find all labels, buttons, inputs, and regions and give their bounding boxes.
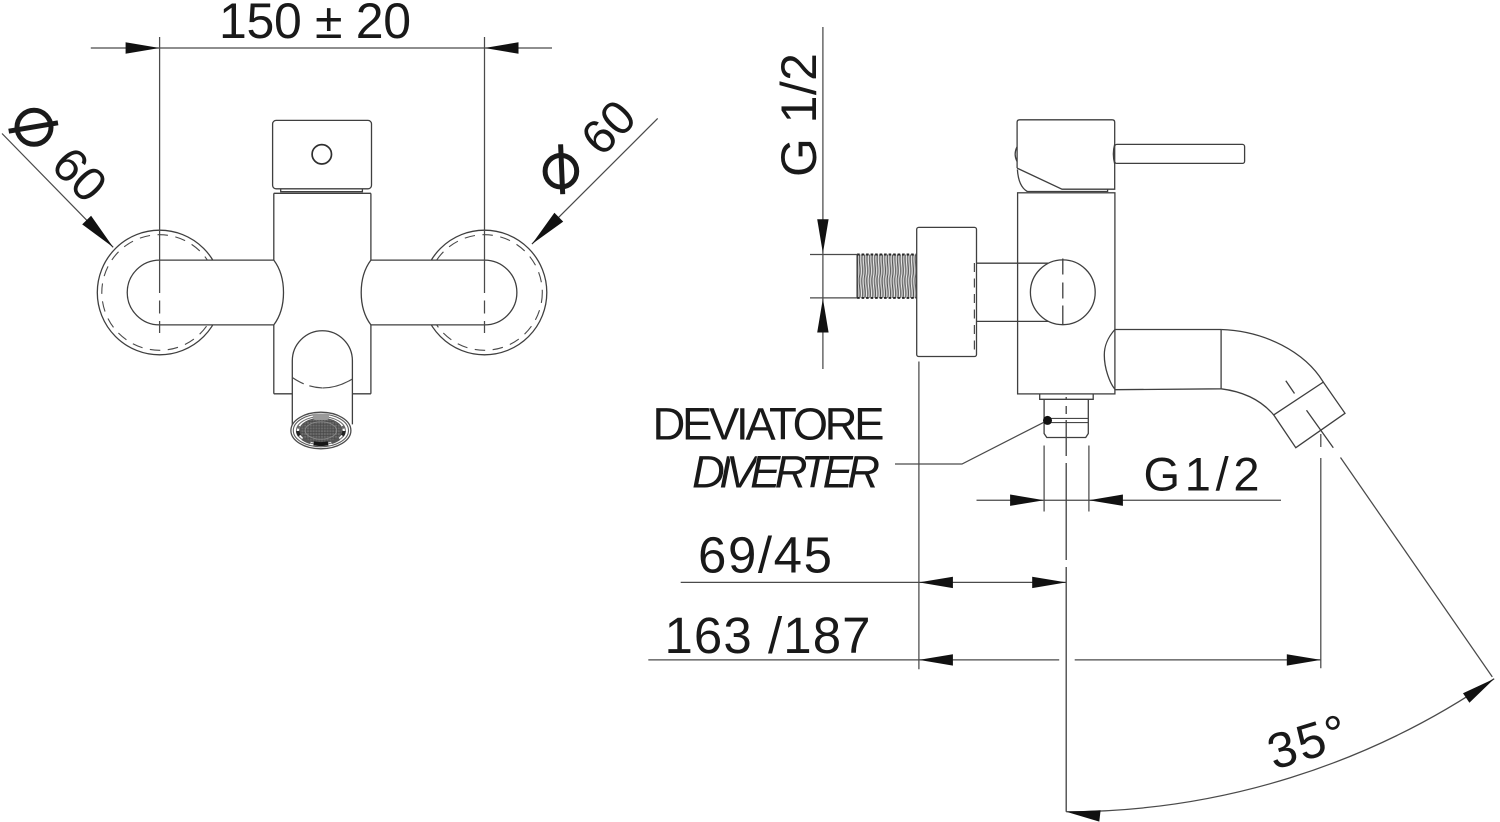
svg-text:G 1/2: G 1/2 — [771, 53, 827, 177]
svg-text:150 ± 20: 150 ± 20 — [219, 0, 411, 49]
svg-text:69/45: 69/45 — [698, 527, 832, 584]
svg-text:60: 60 — [41, 138, 116, 213]
svg-text:G1/2: G1/2 — [1144, 448, 1260, 501]
svg-text:60: 60 — [571, 90, 646, 165]
svg-text:DIVERTER: DIVERTER — [692, 446, 880, 497]
svg-text:DEVIATORE: DEVIATORE — [653, 398, 885, 449]
svg-text:35°: 35° — [1261, 704, 1354, 781]
svg-text:163 /187: 163 /187 — [665, 607, 871, 664]
